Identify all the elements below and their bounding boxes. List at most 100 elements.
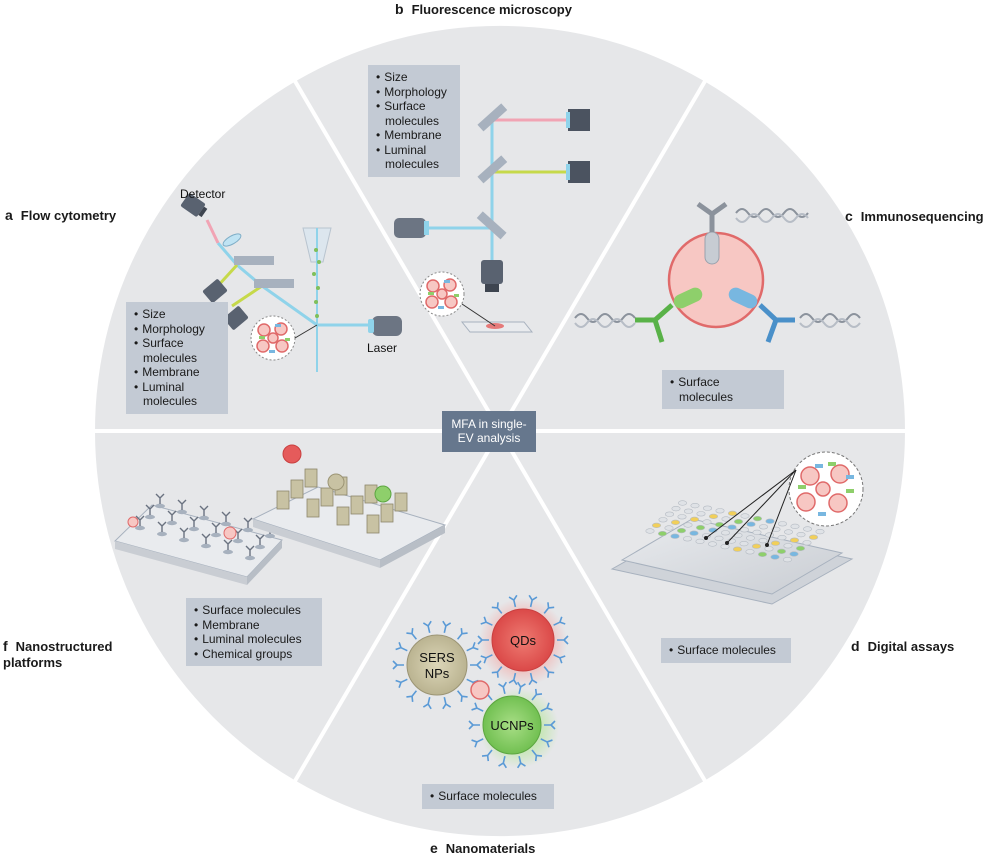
microwell <box>783 529 793 535</box>
microwell <box>777 534 787 541</box>
pillar <box>380 503 394 523</box>
panel-d-letter: d <box>851 638 860 654</box>
pit <box>157 531 167 537</box>
ucnps-label: UCNPs <box>490 718 534 733</box>
microwell <box>702 519 712 525</box>
panel-c-letter: c <box>845 208 853 224</box>
microwell <box>664 525 674 531</box>
microwell <box>708 513 718 520</box>
feature-item: Surface molecules <box>376 99 452 128</box>
panel-b-heading: Fluorescence microscopy <box>411 2 572 17</box>
microwell <box>745 549 755 555</box>
panel-d-features: Surface molecules <box>661 638 791 663</box>
microwell <box>745 535 755 541</box>
sers-label-line2: NPs <box>425 666 450 681</box>
microwell <box>752 515 762 522</box>
light-source-icon <box>394 218 429 238</box>
microwell <box>752 529 762 536</box>
pillar <box>394 492 408 512</box>
microwell <box>746 521 756 527</box>
microwell <box>815 528 825 535</box>
camera-mid-icon <box>566 161 590 183</box>
microwell <box>796 531 806 538</box>
panel-d-heading: Digital assays <box>867 639 955 654</box>
microwell <box>682 536 692 542</box>
pit <box>255 544 265 550</box>
laser-label: Laser <box>367 341 397 355</box>
feature-item: Size <box>376 70 452 85</box>
pit <box>135 525 145 531</box>
microwell <box>764 546 774 552</box>
flow-cytometry-illustration <box>181 193 402 372</box>
microwell <box>645 528 655 534</box>
feature-item: Membrane <box>134 365 220 380</box>
panel-e-features: Surface molecules <box>422 784 554 809</box>
microscopy-illustration <box>394 103 590 333</box>
panel-a-features: SizeMorphologySurface moleculesMembraneL… <box>126 302 228 414</box>
pit <box>243 527 253 533</box>
feature-item: Morphology <box>376 85 452 100</box>
pillar <box>366 514 380 534</box>
feature-item: Luminal molecules <box>376 143 452 172</box>
zoom-vesicle-icon <box>788 451 864 527</box>
feature-item: Luminal molecules <box>194 632 314 647</box>
qds-label: QDs <box>510 633 537 648</box>
digital-assay-illustration <box>610 451 864 605</box>
feature-item: Surface molecules <box>430 789 546 804</box>
microwell <box>782 556 792 563</box>
detector-top-icon <box>181 193 208 218</box>
microwell <box>757 551 767 558</box>
microwell <box>720 530 730 536</box>
pit <box>155 503 165 509</box>
camera-top-icon <box>566 109 590 131</box>
pillar <box>350 495 364 515</box>
microwell <box>789 537 799 543</box>
pit <box>201 543 211 549</box>
nanomaterials-illustration <box>392 594 569 769</box>
feature-item: Morphology <box>134 322 220 337</box>
panel-f-features: Surface moleculesMembraneLuminal molecul… <box>186 598 322 666</box>
immunosequencing-illustration <box>574 201 861 343</box>
panel-f-heading-line2: platforms <box>3 655 63 670</box>
objective-icon <box>481 260 503 292</box>
microwell <box>783 543 793 549</box>
pillar <box>336 506 350 526</box>
pillar <box>320 487 334 507</box>
feature-item: Surface molecules <box>669 643 783 658</box>
microwell-grid <box>645 500 825 563</box>
microwell <box>721 516 731 522</box>
pillar <box>306 498 320 518</box>
center-label: MFA in single- EV analysis <box>442 411 536 452</box>
sers-label-line1: SERS <box>419 650 455 665</box>
feature-item: Membrane <box>376 128 452 143</box>
microwell <box>715 508 725 514</box>
microwell <box>670 533 680 539</box>
sers-particle <box>406 634 468 696</box>
microwell <box>689 516 699 523</box>
ucnps-particle <box>482 695 542 755</box>
detector-label: Detector <box>180 187 225 201</box>
microwell <box>714 521 724 528</box>
pit <box>211 532 221 538</box>
microwell <box>765 518 775 524</box>
pit <box>199 515 209 521</box>
microwell <box>671 506 681 512</box>
pillar <box>276 490 290 510</box>
microwell <box>695 524 705 531</box>
pit <box>233 538 243 544</box>
microwell <box>770 554 780 560</box>
microwell <box>732 546 742 552</box>
panel-b-features: SizeMorphologySurface moleculesMembraneL… <box>368 65 460 177</box>
pit <box>265 533 275 539</box>
pit <box>189 526 199 532</box>
microwell <box>733 518 743 525</box>
microwell <box>789 551 799 557</box>
microwell <box>707 541 717 547</box>
panel-e-letter: e <box>430 840 438 856</box>
microwell <box>751 543 761 549</box>
